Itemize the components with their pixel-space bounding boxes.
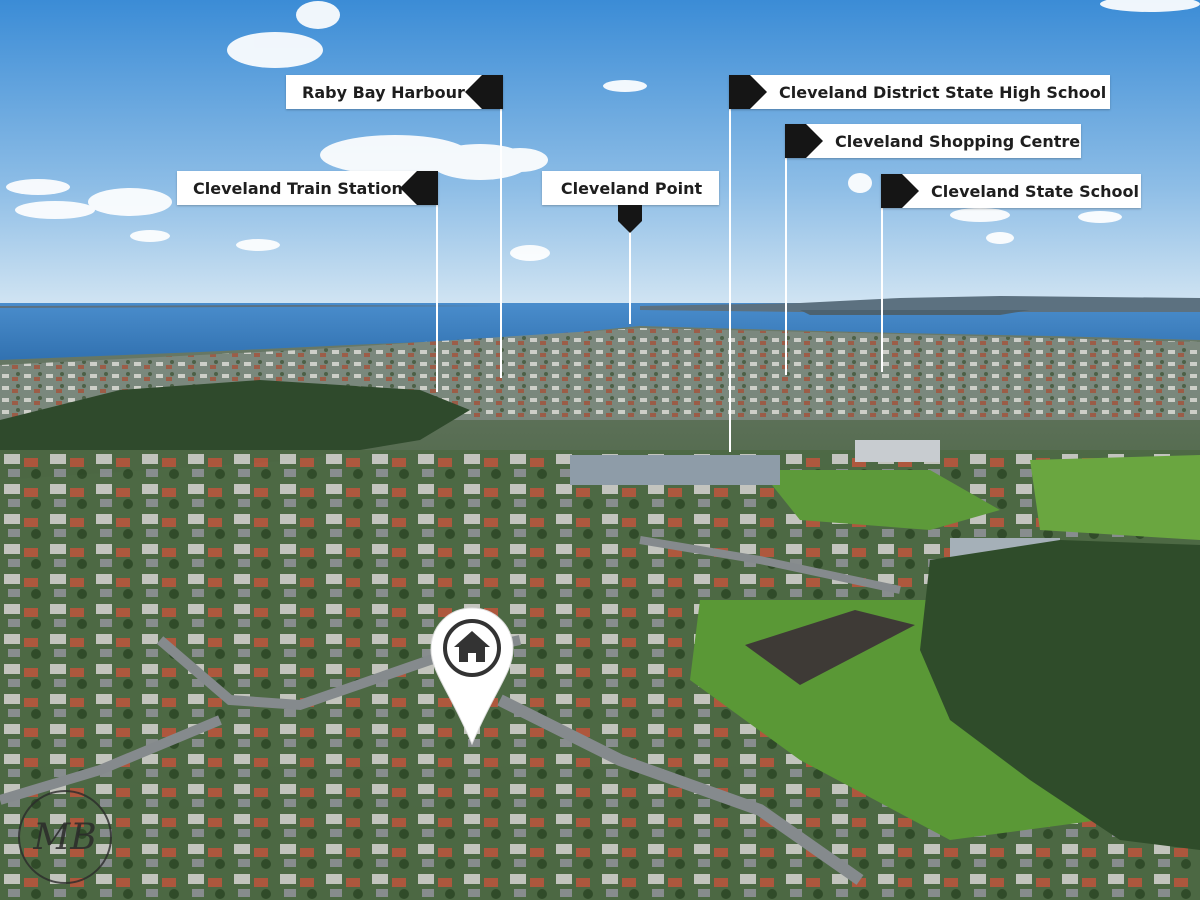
mb-monogram-logo: MB: [18, 790, 112, 884]
label-cleveland-district-high-school: Cleveland District State High School: [729, 75, 1110, 109]
arrow-down-icon: [618, 205, 642, 233]
label-text: Cleveland District State High School: [779, 82, 1107, 102]
pointer-line-high-school: [729, 108, 731, 452]
label-cleveland-point: Cleveland Point: [542, 171, 719, 205]
label-cleveland-shopping-centre: Cleveland Shopping Centre: [785, 124, 1081, 158]
watermark-text: MB: [32, 817, 96, 858]
label-text: Cleveland Point: [560, 178, 703, 198]
pointer-line-raby-bay: [500, 108, 502, 378]
label-cleveland-state-school: Cleveland State School: [881, 174, 1141, 208]
pointer-line-state-school: [881, 207, 883, 372]
pointer-line-cleveland-point: [629, 232, 631, 324]
label-cleveland-train-station: Cleveland Train Station: [177, 171, 438, 205]
pointer-line-train-station: [436, 204, 438, 392]
label-text: Cleveland State School: [931, 181, 1139, 201]
label-text: Cleveland Train Station: [193, 178, 403, 198]
arrow-right-icon: [881, 174, 919, 208]
pointer-line-shopping-centre: [785, 157, 787, 375]
arrow-right-icon: [785, 124, 823, 158]
label-text: Raby Bay Harbour: [302, 82, 465, 102]
arrow-right-icon: [729, 75, 767, 109]
home-location-pin-icon: [430, 607, 514, 746]
arrow-left-icon: [400, 171, 438, 205]
label-raby-bay-harbour: Raby Bay Harbour: [286, 75, 503, 109]
arrow-left-icon: [465, 75, 503, 109]
label-text: Cleveland Shopping Centre: [835, 131, 1081, 151]
